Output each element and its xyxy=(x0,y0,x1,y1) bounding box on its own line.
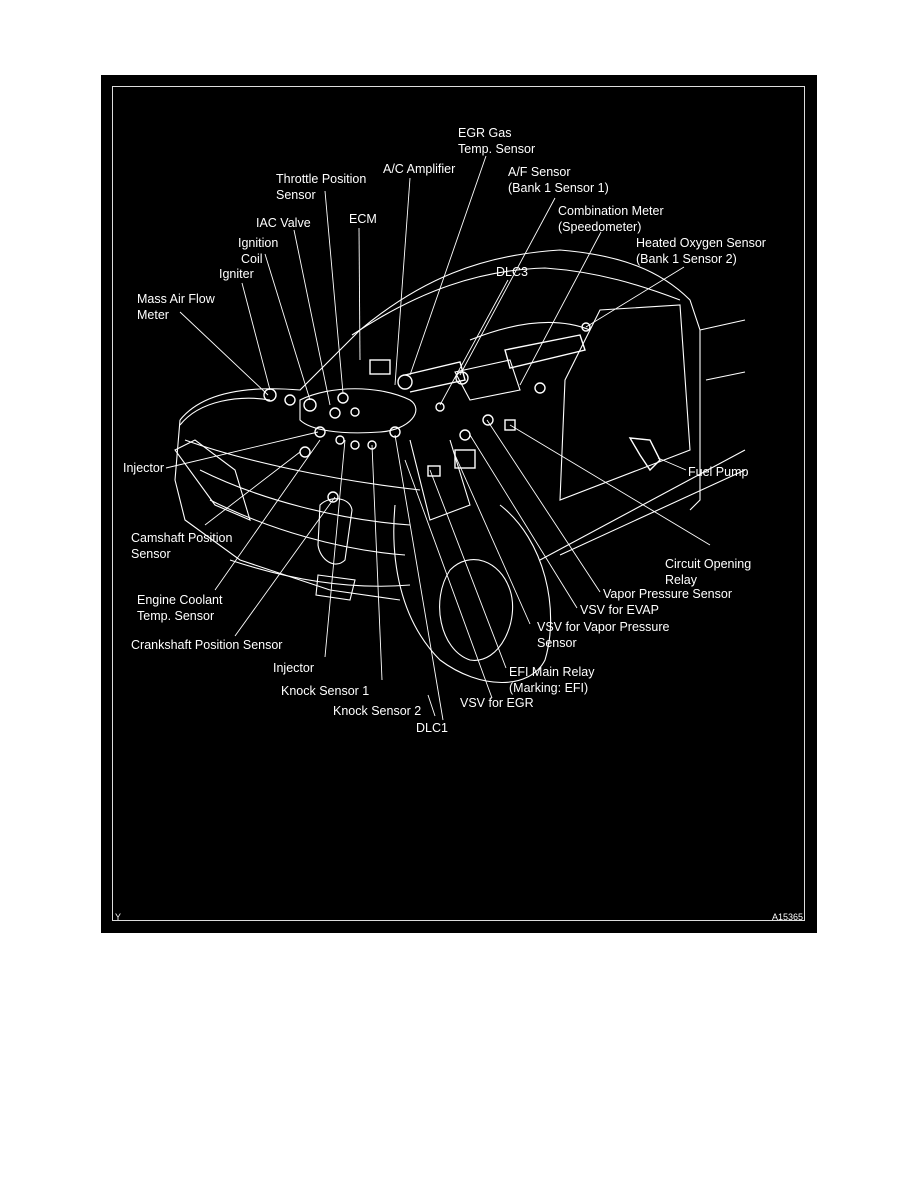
figure-id: A15365 xyxy=(772,912,804,922)
leader-lines xyxy=(165,155,711,721)
label-af-sensor: A/F Sensor(Bank 1 Sensor 1) xyxy=(508,165,609,195)
label-efi-main-relay: EFI Main Relay(Marking: EFI) xyxy=(509,665,595,695)
label-fuel-pump: Fuel Pump xyxy=(688,465,749,479)
label-crankshaft-position-sensor: Crankshaft Position Sensor xyxy=(131,638,283,652)
label-vsv-for-egr: VSV for EGR xyxy=(460,696,534,710)
diagram-panel xyxy=(101,75,817,933)
label-knock-sensor-1: Knock Sensor 1 xyxy=(281,684,370,698)
label-knock-sensor-2: Knock Sensor 2 xyxy=(333,704,422,718)
truck-outline xyxy=(174,249,746,684)
label-vapor-pressure-sensor: Vapor Pressure Sensor xyxy=(603,587,732,601)
label-injector-bottom: Injector xyxy=(273,661,314,675)
corner-code-left: Y xyxy=(115,912,122,922)
diagram-frame xyxy=(112,86,805,921)
label-injector-left: Injector xyxy=(123,461,164,475)
label-ac-amplifier: A/C Amplifier xyxy=(383,162,456,176)
label-iac-valve: IAC Valve xyxy=(256,216,311,230)
label-dlc1: DLC1 xyxy=(416,721,448,735)
label-ecm: ECM xyxy=(349,212,377,226)
label-heated-oxygen-sensor: Heated Oxygen Sensor(Bank 1 Sensor 2) xyxy=(636,236,766,266)
label-dlc3: DLC3 xyxy=(496,265,528,279)
label-vsv-for-evap: VSV for EVAP xyxy=(580,603,659,617)
label-combination-meter: Combination Meter(Speedometer) xyxy=(558,204,664,234)
label-igniter: Igniter xyxy=(219,267,254,281)
